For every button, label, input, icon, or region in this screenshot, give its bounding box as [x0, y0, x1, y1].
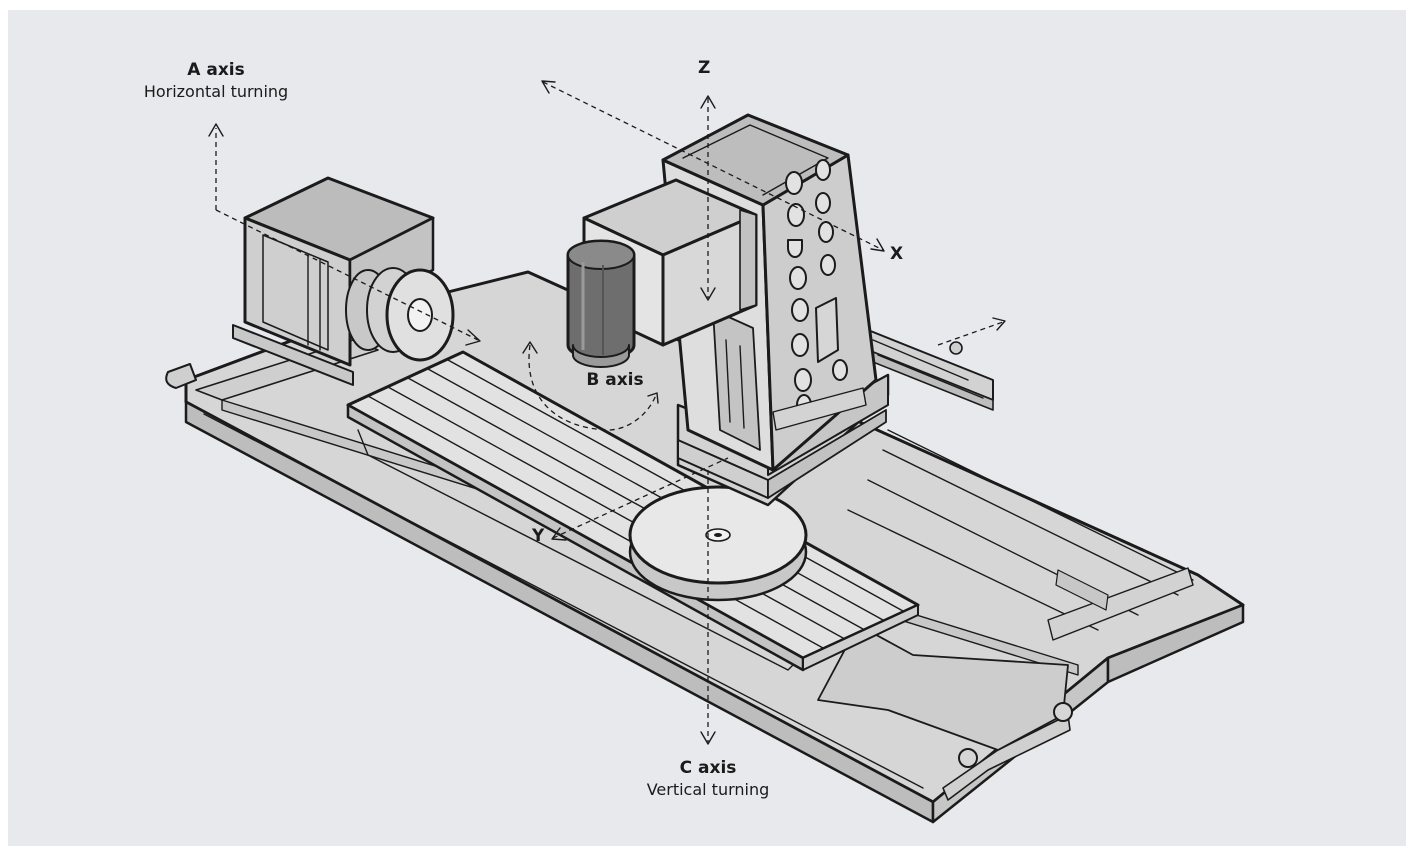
x-axis-arrow	[542, 81, 884, 251]
c-axis-label: C axis Vertical turning	[618, 758, 798, 800]
b-axis-label: B axis	[580, 370, 650, 391]
y-axis-label: Y	[532, 526, 545, 546]
a-axis-subtitle: Horizontal turning	[143, 82, 289, 101]
a-axis-title: A axis	[187, 60, 245, 80]
machine-illustration	[165, 80, 1245, 824]
a-axis-label: A axis Horizontal turning	[136, 60, 296, 102]
spindle-head	[566, 178, 758, 368]
axis-arrows	[208, 80, 1006, 745]
b-axis-title: B axis	[586, 370, 644, 390]
b-axis-arrow	[528, 344, 657, 431]
c-axis-title: C axis	[679, 758, 737, 778]
c-axis-subtitle: Vertical turning	[646, 780, 770, 799]
z-axis-label: Z	[698, 58, 711, 78]
x-axis-label: X	[890, 244, 904, 264]
diagram-canvas: A axis Horizontal turning Z X Y B axis C…	[8, 10, 1406, 846]
headstock	[232, 176, 455, 386]
rotary-table	[628, 485, 808, 602]
